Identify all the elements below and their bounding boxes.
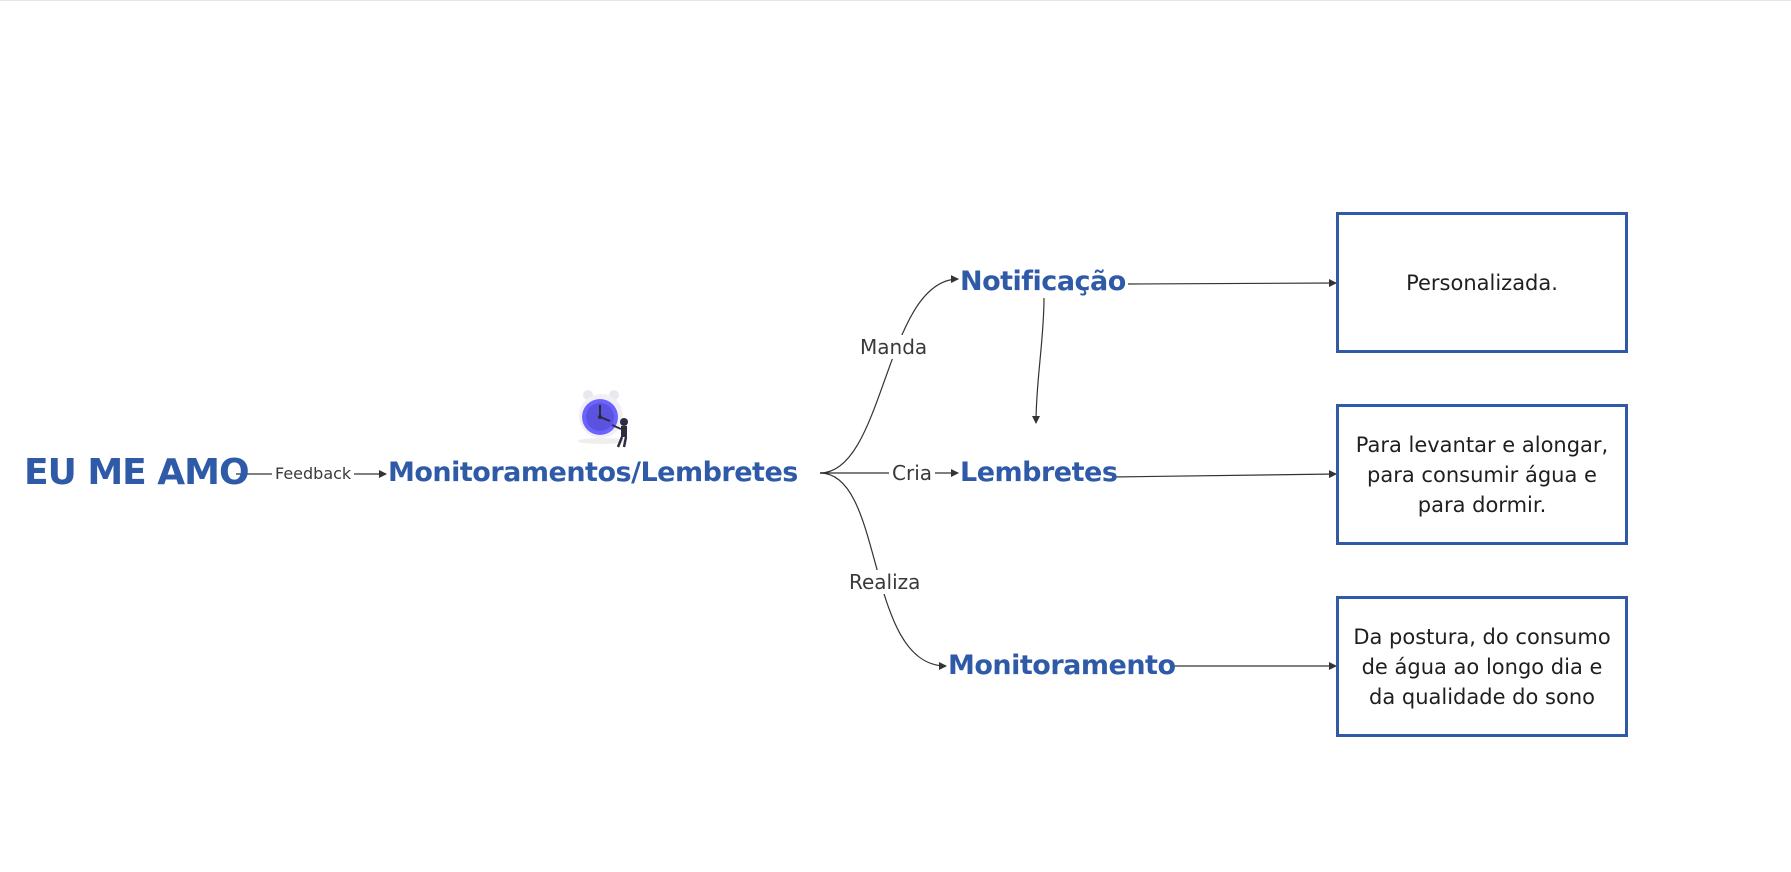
lembretes-description: Para levantar e alongar, para consumir á… bbox=[1355, 432, 1609, 517]
edge-notificacao-box bbox=[1127, 279, 1337, 288]
edge-label-realiza: Realiza bbox=[846, 570, 924, 594]
main-node[interactable]: Monitoramentos/Lembretes bbox=[388, 457, 798, 488]
edge-lembretes-box bbox=[1111, 470, 1337, 479]
notificacao-node[interactable]: Notificação bbox=[960, 266, 1126, 297]
edge-manda bbox=[819, 275, 959, 474]
alarm-clock-person-icon bbox=[572, 387, 642, 457]
monitoramento-node[interactable]: Monitoramento bbox=[948, 650, 1176, 681]
edge-label-cria: Cria bbox=[889, 461, 935, 485]
edge-realiza bbox=[819, 472, 947, 670]
monitoramento-description: Da postura, do consumo de água ao longo … bbox=[1353, 624, 1611, 709]
notificacao-description-box[interactable]: Personalizada. bbox=[1336, 212, 1628, 353]
edge-label-feedback: Feedback bbox=[272, 464, 355, 483]
top-border bbox=[0, 0, 1791, 1]
edge-notificacao-lembretes bbox=[1032, 297, 1045, 424]
lembretes-description-box[interactable]: Para levantar e alongar, para consumir á… bbox=[1336, 404, 1628, 545]
notificacao-description: Personalizada. bbox=[1406, 270, 1558, 295]
lembretes-node[interactable]: Lembretes bbox=[960, 457, 1118, 488]
monitoramento-description-box[interactable]: Da postura, do consumo de água ao longo … bbox=[1336, 596, 1628, 737]
root-node[interactable]: EU ME AMO bbox=[24, 452, 250, 493]
edge-label-manda: Manda bbox=[857, 335, 931, 359]
